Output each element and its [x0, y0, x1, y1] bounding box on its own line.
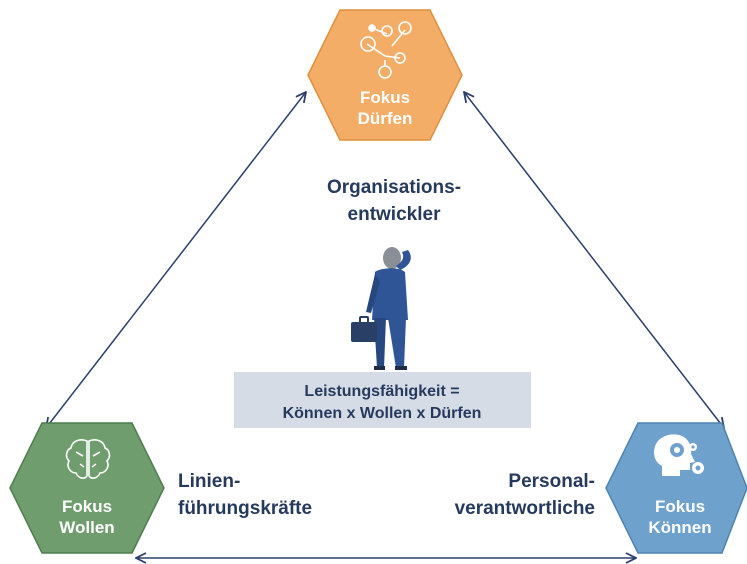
arrow-top-right: [464, 92, 724, 428]
node-left-line2: Wollen: [59, 518, 114, 537]
role-top-line2: entwickler: [348, 204, 442, 225]
hexagon-left: [9, 422, 165, 554]
node-fokus-wollen: Fokus Wollen: [9, 422, 165, 554]
brain-icon: [65, 439, 111, 479]
node-right-line2: Können: [648, 518, 711, 537]
node-left-line1: Fokus: [62, 497, 112, 516]
role-left-line2: führungskräfte: [178, 498, 312, 519]
formula-box-background: [234, 372, 531, 428]
node-right-line1: Fokus: [655, 497, 705, 516]
node-fokus-duerfen: Fokus Dürfen: [307, 9, 463, 141]
hexagon-top: [307, 9, 463, 141]
role-right-line2: verantwortliche: [455, 498, 595, 519]
formula-box: Leistungsfähigkeit = Können x Wollen x D…: [234, 372, 531, 428]
formula-line2: Können x Wollen x Dürfen: [283, 405, 482, 422]
node-top-line2: Dürfen: [358, 109, 413, 128]
hexagon-right: [605, 422, 747, 554]
head-gears-icon: [654, 434, 704, 476]
role-right-line1: Personal-: [508, 471, 595, 492]
role-top-line1: Organisations-: [327, 177, 461, 198]
arrow-top-left: [46, 92, 306, 428]
role-left-line1: Linien-: [178, 471, 240, 492]
node-fokus-koennen: Fokus Können: [605, 422, 747, 554]
network-people-icon: [360, 21, 412, 79]
businessman-thinking-icon: [351, 247, 411, 370]
node-top-line1: Fokus: [360, 88, 410, 107]
formula-line1: Leistungsfähigkeit =: [304, 383, 459, 400]
